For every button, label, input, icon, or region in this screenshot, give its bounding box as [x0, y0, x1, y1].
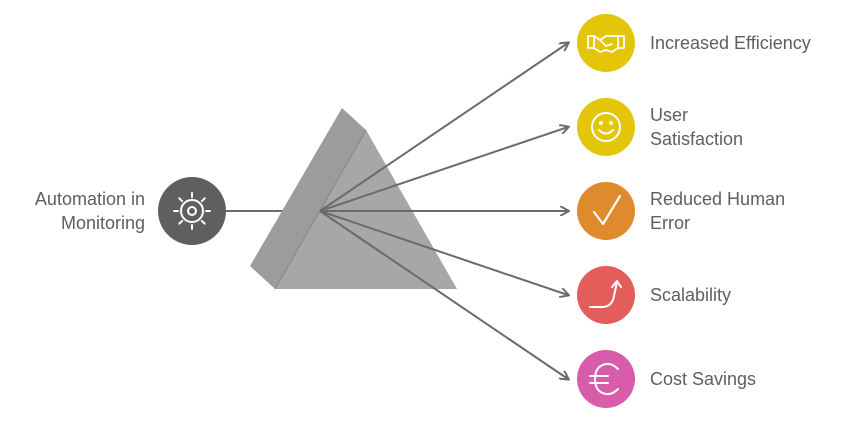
smiley-icon — [591, 112, 621, 142]
output-rays — [319, 43, 568, 379]
prism — [250, 108, 457, 290]
outcome-label-efficiency: Increased Efficiency — [650, 31, 850, 55]
source-label-line2: Monitoring — [60, 213, 145, 233]
source-label-line1: Automation in — [34, 189, 145, 209]
outcome-node-cost-savings[interactable] — [577, 350, 635, 408]
checkmark-icon — [592, 194, 622, 226]
source-node[interactable] — [158, 177, 226, 245]
outcome-node-reduced-error[interactable] — [577, 182, 635, 240]
outcome-label-cost-savings: Cost Savings — [650, 367, 850, 391]
outcome-node-efficiency[interactable] — [577, 14, 635, 72]
output-ray — [319, 210, 568, 295]
outcome-label-line1: User — [650, 105, 689, 125]
outcome-label-user-satisfaction: User Satisfaction — [650, 103, 850, 151]
euro-icon — [589, 362, 619, 396]
outcome-node-user-satisfaction[interactable] — [577, 98, 635, 156]
outcome-label-scalability: Scalability — [650, 283, 850, 307]
source-label: Automation in Monitoring — [0, 187, 145, 235]
outcome-label-line1: Cost Savings — [650, 369, 757, 389]
gear-icon — [173, 192, 211, 230]
outcome-label-line1: Increased Efficiency — [650, 33, 811, 53]
outcome-label-line2: Satisfaction — [650, 129, 744, 149]
growth-arrow-icon — [589, 280, 622, 308]
outcome-label-line1: Scalability — [650, 285, 732, 305]
outcome-node-scalability[interactable] — [577, 266, 635, 324]
handshake-icon — [587, 35, 625, 53]
output-ray — [319, 210, 568, 379]
outcome-label-line1: Reduced Human — [650, 189, 786, 209]
output-ray — [319, 43, 568, 212]
outcome-label-line2: Error — [650, 213, 690, 233]
outcome-label-reduced-error: Reduced Human Error — [650, 187, 850, 235]
output-ray — [319, 127, 568, 212]
